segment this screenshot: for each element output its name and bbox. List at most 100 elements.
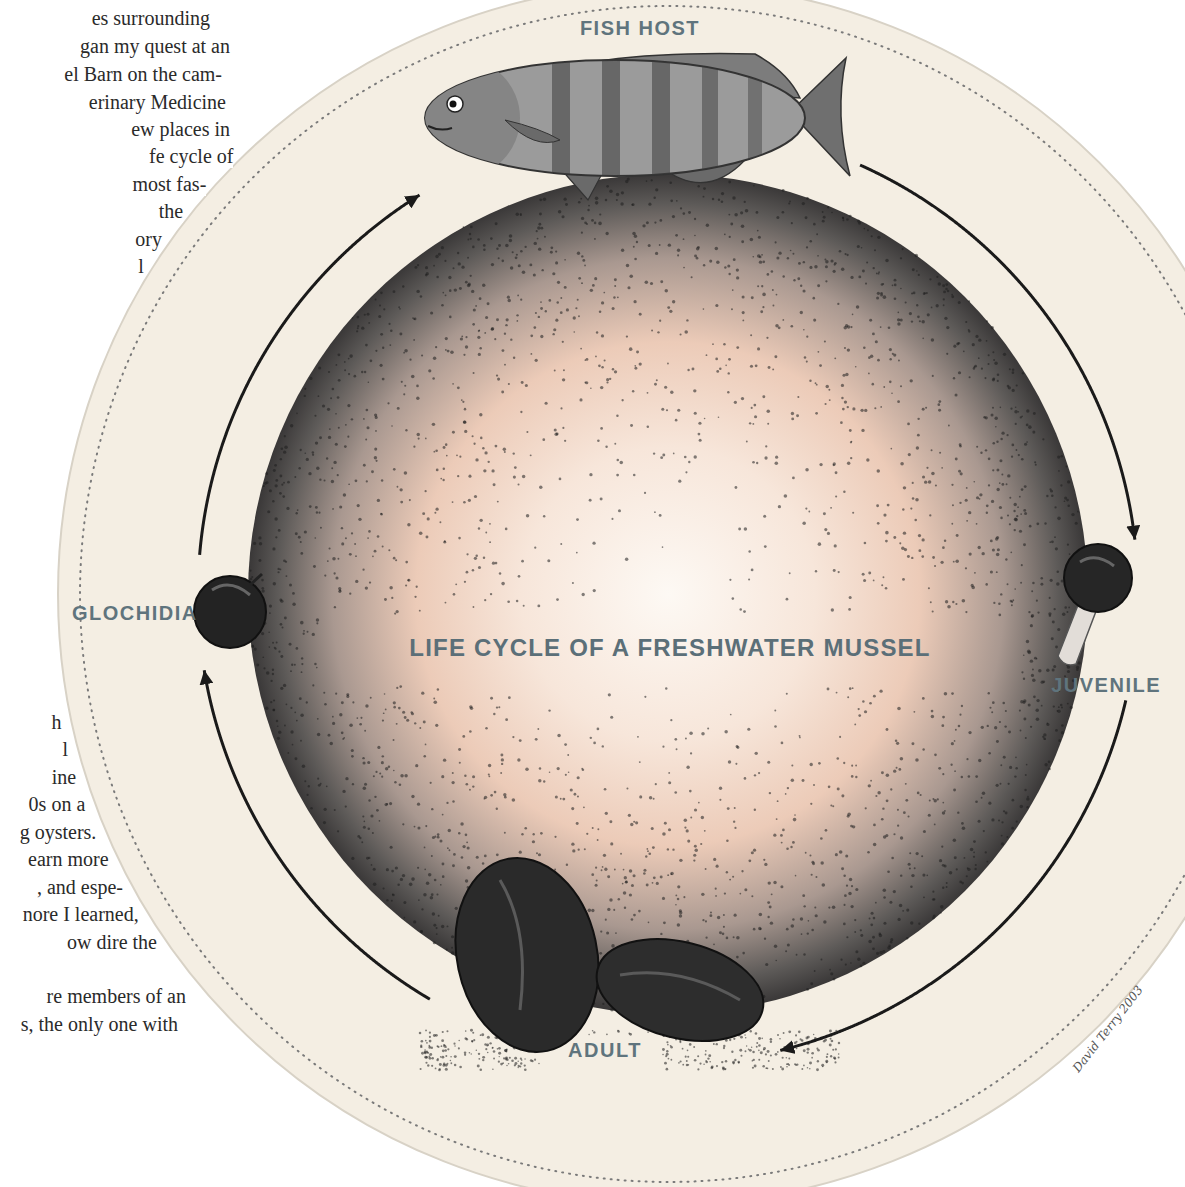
- stipple-dot: [937, 798, 939, 800]
- stipple-dot: [674, 791, 677, 794]
- stipple-dot: [899, 904, 903, 908]
- stipple-dot: [623, 869, 625, 871]
- stipple-dot: [886, 799, 889, 802]
- stipple-dot: [652, 882, 654, 884]
- stipple-dot: [968, 731, 971, 734]
- stipple-dot: [290, 707, 292, 709]
- stipple-dot: [344, 445, 347, 448]
- stipple-dot: [738, 528, 741, 531]
- stipple-dot: [360, 717, 362, 719]
- stipple-dot: [477, 238, 480, 241]
- stipple-dot: [560, 543, 562, 545]
- stipple-dot: [533, 833, 535, 835]
- stipple-dot: [425, 536, 428, 539]
- stipple-dot: [772, 289, 774, 291]
- stipple-dot: [521, 833, 523, 835]
- stipple-dot: [688, 461, 690, 463]
- stipple-dot: [507, 600, 510, 603]
- stipple-dot: [335, 413, 337, 415]
- stipple-dot: [868, 784, 871, 787]
- stipple-dot: [669, 181, 672, 184]
- stipple-dot: [823, 216, 826, 219]
- stipple-dot: [722, 933, 725, 936]
- stipple-dot: [941, 724, 944, 727]
- stipple-dot: [724, 233, 726, 235]
- stipple-dot: [883, 835, 887, 839]
- stipple-dot: [804, 356, 807, 359]
- stipple-dot: [349, 553, 352, 556]
- stipple-dot: [1020, 513, 1022, 515]
- stipple-dot: [968, 300, 970, 302]
- stipple-dot: [790, 250, 792, 252]
- stipple-dot: [838, 571, 840, 573]
- stipple-dot: [380, 333, 383, 336]
- stipple-dot: [1053, 705, 1055, 707]
- stipple-dot: [1032, 582, 1035, 585]
- stipple-dot: [879, 951, 882, 954]
- stipple-dot: [999, 506, 1002, 509]
- stipple-dot: [1013, 503, 1016, 506]
- stipple-dot: [267, 510, 270, 513]
- stipple-dot: [841, 267, 844, 270]
- stipple-dot: [1001, 821, 1003, 823]
- stipple-dot: [366, 409, 369, 412]
- stipple-dot: [581, 232, 583, 234]
- stipple-dot: [535, 359, 538, 362]
- stipple-dot: [337, 396, 340, 399]
- stipple-dot: [1007, 385, 1010, 388]
- stipple-dot: [276, 641, 278, 643]
- stipple-dot: [261, 589, 264, 592]
- stipple-dot: [1054, 506, 1056, 508]
- stipple-dot: [1031, 614, 1034, 617]
- stipple-dot: [802, 522, 806, 526]
- stipple-dot: [956, 868, 958, 870]
- stipple-dot: [465, 834, 468, 837]
- stipple-dot: [975, 335, 978, 338]
- stipple-dot: [417, 867, 419, 869]
- inner-sphere: [248, 174, 1088, 1014]
- stipple-dot: [729, 236, 731, 238]
- stipple-dot: [306, 701, 308, 703]
- stipple-dot: [943, 298, 945, 300]
- stipple-dot: [992, 378, 995, 381]
- stipple-dot: [954, 740, 956, 742]
- stipple-dot: [631, 884, 634, 887]
- stipple-dot: [1016, 820, 1018, 822]
- stipple-dot: [765, 445, 767, 447]
- stipple-dot: [880, 326, 882, 328]
- stipple-dot: [988, 457, 991, 460]
- stipple-dot: [732, 196, 735, 199]
- stipple-dot: [428, 873, 431, 876]
- stipple-dot: [1068, 607, 1070, 609]
- stipple-dot: [416, 290, 419, 293]
- stipple-dot: [352, 701, 354, 703]
- stipple-dot: [861, 429, 864, 432]
- stipple-dot: [694, 845, 697, 848]
- stipple-dot: [629, 347, 633, 351]
- stipple-dot: [900, 385, 902, 387]
- stipple-dot: [374, 456, 377, 459]
- stipple-dot: [263, 485, 265, 487]
- stipple-dot: [388, 766, 390, 768]
- stipple-dot: [362, 816, 364, 818]
- stipple-dot: [966, 758, 968, 760]
- stipple-dot: [595, 356, 597, 358]
- stipple-dot: [419, 532, 423, 536]
- stipple-dot: [762, 395, 765, 398]
- stipple-dot: [1005, 812, 1008, 815]
- stipple-dot: [339, 713, 342, 716]
- stipple-dot: [352, 317, 354, 319]
- stipple-dot: [1036, 699, 1039, 702]
- stipple-dot: [446, 802, 448, 804]
- stipple-dot: [951, 523, 953, 525]
- stipple-dot: [698, 802, 700, 804]
- stipple-dot: [338, 379, 341, 382]
- stipple-dot: [769, 905, 772, 908]
- stipple-dot: [811, 929, 814, 932]
- stipple-dot: [633, 300, 636, 303]
- stipple-dot: [518, 575, 521, 578]
- stipple-dot: [866, 261, 868, 263]
- stipple-dot: [533, 273, 536, 276]
- stipple-dot: [601, 366, 604, 369]
- stipple-dot: [533, 326, 536, 329]
